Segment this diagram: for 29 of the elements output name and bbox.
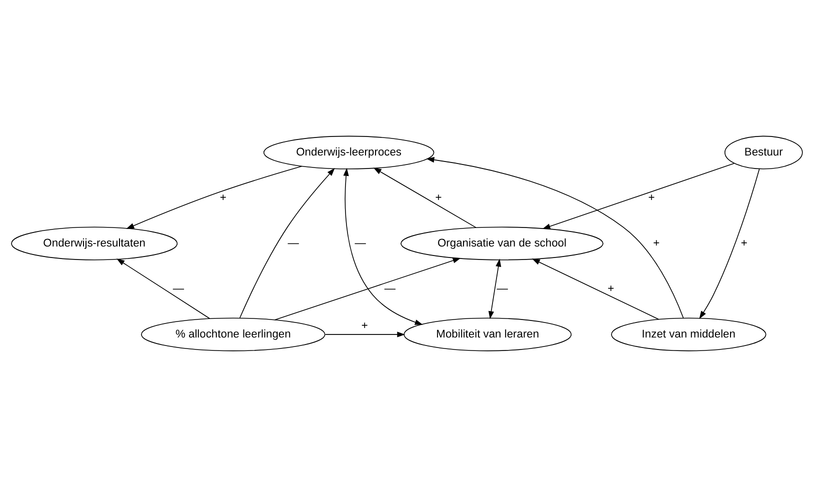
- node-ellipse: Onderwijs-resultaten: [11, 226, 178, 260]
- arrow: [699, 168, 760, 318]
- arrow: [542, 162, 735, 228]
- edge-label: +: [435, 191, 442, 204]
- edge-label: —: [288, 236, 299, 249]
- edge-label: +: [220, 191, 226, 204]
- edge-label: +: [361, 320, 368, 332]
- arrow: [426, 156, 684, 318]
- arrow: [532, 258, 660, 320]
- edge-label: +: [740, 236, 748, 249]
- node-ellipse: % allochtone leerlingen: [141, 317, 326, 351]
- arrow: [239, 168, 335, 318]
- arrow: [324, 331, 406, 337]
- arrow: [116, 258, 210, 318]
- arrow: [373, 167, 476, 228]
- edge-label: —: [384, 282, 396, 294]
- edge-label: +: [653, 236, 660, 249]
- node-ellipse: Bestuur: [724, 135, 803, 169]
- arrow: [343, 167, 423, 324]
- node-ellipse: Inzet van middelen: [611, 317, 766, 351]
- edge-label: +: [608, 282, 614, 294]
- arrow: [126, 165, 302, 228]
- node-ellipse: Organisatie van de school: [400, 226, 604, 260]
- edge-label: —: [172, 282, 184, 294]
- edge-label: —: [496, 282, 508, 294]
- edge-label: —: [354, 236, 366, 249]
- arrow: [274, 257, 461, 320]
- arrow: [488, 258, 502, 319]
- edge-label: +: [648, 191, 655, 204]
